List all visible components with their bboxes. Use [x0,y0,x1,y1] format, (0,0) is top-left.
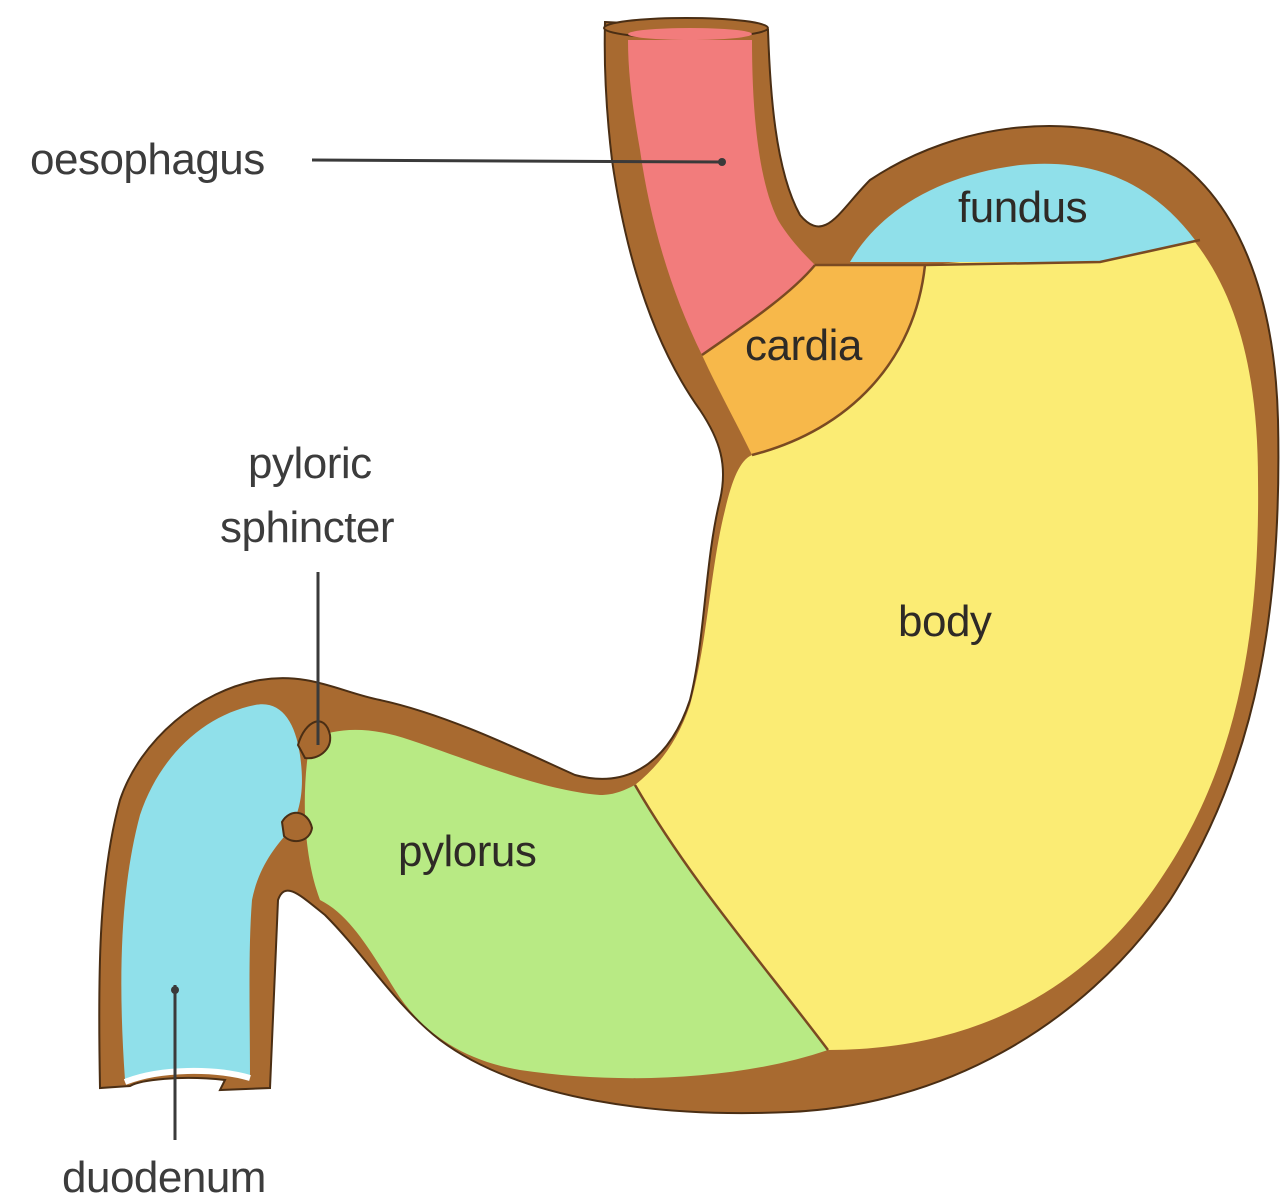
oesophagus-leader [311,158,723,164]
body-label: body [898,597,992,646]
duodenum-region [121,704,302,1080]
pyloric-sphincter-label-line1: pyloric [248,439,372,488]
oesophagus-opening-inner [628,28,752,40]
pyloric-sphincter-muscle [296,720,332,760]
duodenum-label: duodenum [62,1153,266,1200]
fundus-body-divider [815,238,1201,267]
cardia-label: cardia [745,321,863,370]
cardia-region [702,265,925,455]
cardia-body-divider [751,264,927,457]
oesophagus-cardia-divider [701,264,816,357]
oesophagus-leader-dot [718,158,726,166]
duodenum-opening [123,1067,251,1085]
pylorus-region [304,729,829,1079]
pyloric-sphincter-muscle-lower [280,812,314,843]
pylorus-label: pylorus [398,827,536,876]
body-region [635,242,1259,1050]
oesophagus-region [628,40,815,355]
oesophagus-label: oesophagus [30,135,265,184]
fundus-region [850,163,1195,262]
pyloric-sphincter-label-line2: sphincter [220,503,394,552]
duodenum-leader-dot [171,986,179,994]
fundus-label: fundus [958,183,1087,232]
pylorus-body-divider [633,784,829,1051]
